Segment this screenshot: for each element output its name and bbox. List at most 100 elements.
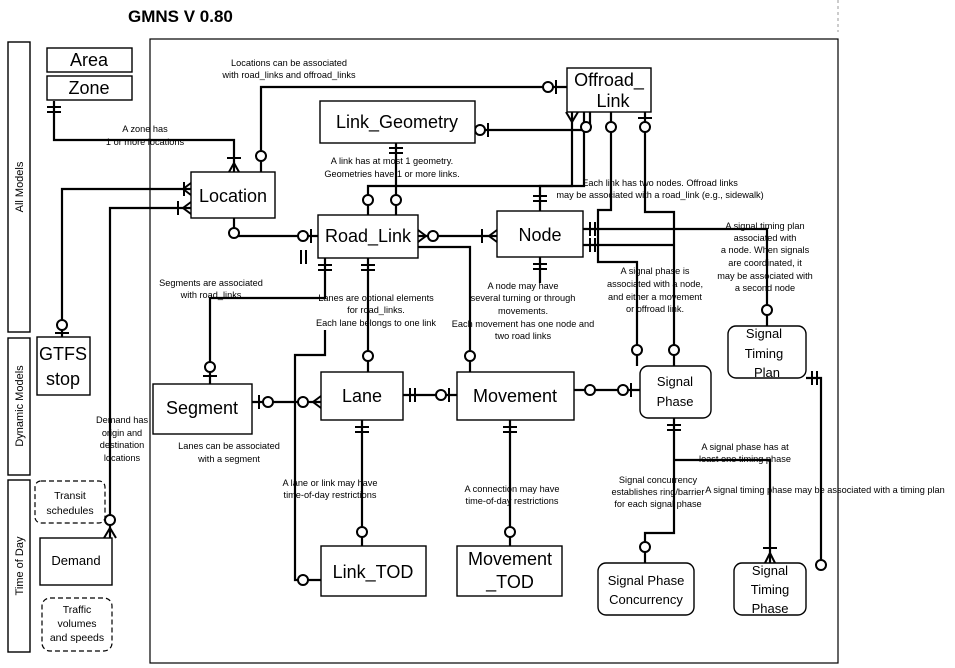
svg-text:Area: Area [70,50,109,70]
svg-text:Zone: Zone [68,78,109,98]
svg-text:Geometries have 1 or more link: Geometries have 1 or more links. [324,169,459,179]
svg-text:Each movement has one node and: Each movement has one node and [452,319,595,329]
section-time-of-day [7,479,31,653]
main-frame [149,38,839,664]
svg-text:Road_Link: Road_Link [325,226,412,247]
area-entity [46,47,133,73]
svg-text:locations: locations [104,453,141,463]
svg-text:time-of-day restrictions: time-of-day restrictions [284,490,377,500]
link-tod-entity [320,545,427,597]
svg-text:Segment: Segment [166,398,238,418]
traffic-volumes-entity [41,597,113,652]
svg-text:Location: Location [199,186,267,206]
signal-phase-entity [639,365,712,419]
svg-text:time-of-day restrictions: time-of-day restrictions [466,496,559,506]
svg-text:for each signal phase: for each signal phase [614,499,701,509]
svg-text:Phase: Phase [752,601,789,616]
section-all-models-label: All Models [14,161,26,212]
svg-text:Lanes can be associated: Lanes can be associated [178,441,280,451]
svg-text:GTFS: GTFS [39,344,87,364]
svg-text:Lane: Lane [342,386,382,406]
svg-text:Movement: Movement [468,549,552,569]
svg-text:Signal concurrency: Signal concurrency [619,475,698,485]
location-demand-link [108,206,191,538]
svg-text:Segments are associated: Segments are associated [159,278,263,288]
section-dynamic-models-label: Dynamic Models [14,365,26,447]
svg-text:stop: stop [46,369,80,389]
svg-text:A signal timing phase may be a: A signal timing phase may be associated … [705,485,945,495]
svg-text:Concurrency: Concurrency [609,592,683,607]
svg-text:volumes: volumes [57,618,96,630]
node-offroad-link [538,112,574,211]
svg-text:Signal Phase: Signal Phase [608,573,685,588]
svg-text:Offroad_: Offroad_ [574,70,645,91]
roadlink-linktod-link [293,330,327,582]
svg-text:may be associated with a road_: may be associated with a road_link (e.g.… [556,190,763,200]
svg-text:A signal phase has at: A signal phase has at [701,442,789,452]
svg-text:Signal: Signal [752,563,788,578]
svg-text:Traffic: Traffic [63,604,92,616]
movement-tod-entity [456,545,563,597]
timingplan-timingphase-link [806,376,823,567]
demand-entity [39,537,113,586]
svg-text:A node may have: A node may have [488,281,559,291]
lane-entity [320,371,404,421]
transit-schedules-entity [34,480,106,524]
svg-text:Phase: Phase [657,394,694,409]
svg-text:A signal phase is: A signal phase is [621,266,690,276]
annotation-notes: Locations can be associated with road_li… [96,58,945,509]
svg-text:several turning or through: several turning or through [471,293,576,303]
svg-text:and speeds: and speeds [50,632,104,644]
location-gtfs-link [60,187,191,337]
roadlink-movement-link [418,245,472,372]
svg-text:associated with a node,: associated with a node, [607,279,703,289]
section-all-models [7,41,31,333]
svg-text:Each link has two nodes. Offro: Each link has two nodes. Offroad links [582,178,738,188]
offroad-node-link [643,112,676,366]
svg-text:A zone has: A zone has [122,124,168,134]
svg-text:Plan: Plan [754,365,780,380]
svg-text:with road_links: with road_links [180,290,242,300]
svg-text:Timing: Timing [745,346,784,361]
svg-text:Demand: Demand [51,553,100,568]
roadlink-segment-link [208,258,327,384]
svg-text:or offroad link.: or offroad link. [626,304,684,314]
svg-text:A connection may have: A connection may have [465,484,560,494]
zone-location-link [52,101,236,172]
svg-text:Each lane belongs to one link: Each lane belongs to one link [316,318,436,328]
svg-text:least one timing phase: least one timing phase [699,454,791,464]
svg-text:Demand has: Demand has [96,415,148,425]
signal-phase-concurrency-entity [597,562,695,616]
svg-text:two road links: two road links [495,331,552,341]
section-dynamic-models [7,337,31,476]
svg-text:Node: Node [518,225,561,245]
svg-text:Signal: Signal [746,326,782,341]
svg-text:Transit: Transit [54,490,86,502]
svg-text:for road_links.: for road_links. [347,305,405,315]
svg-text:schedules: schedules [46,505,93,517]
signal-timing-plan-entity [727,325,807,379]
svg-text:may be associated with: may be associated with [717,271,813,281]
svg-text:a node. When signals: a node. When signals [721,245,810,255]
node-timingplan-link [583,227,769,326]
svg-text:1 or more locations: 1 or more locations [106,137,185,147]
svg-text:Signal: Signal [657,374,693,389]
svg-text:A signal timing plan: A signal timing plan [725,221,804,231]
movement-entity [456,371,575,421]
diagram-title: GMNS V 0.80 [128,7,233,26]
svg-text:are coordinated, it: are coordinated, it [728,258,802,268]
svg-text:Link_Geometry: Link_Geometry [336,112,458,133]
svg-text:A lane or link may have: A lane or link may have [283,478,378,488]
svg-text:Link_TOD: Link_TOD [333,562,414,583]
segment-entity [152,383,253,435]
svg-text:with road_links and offroad_li: with road_links and offroad_links [221,70,356,80]
svg-text:associated with: associated with [734,233,797,243]
zone-entity [46,75,133,101]
svg-text:a second node: a second node [735,283,795,293]
svg-text:_TOD: _TOD [485,572,534,593]
svg-text:Lanes are optional elements: Lanes are optional elements [318,293,434,303]
signal-timing-phase-entity [733,562,807,616]
svg-text:Locations can be associated: Locations can be associated [231,58,347,68]
section-time-of-day-label: Time of Day [14,536,26,595]
offroad-link-entity [566,67,652,113]
